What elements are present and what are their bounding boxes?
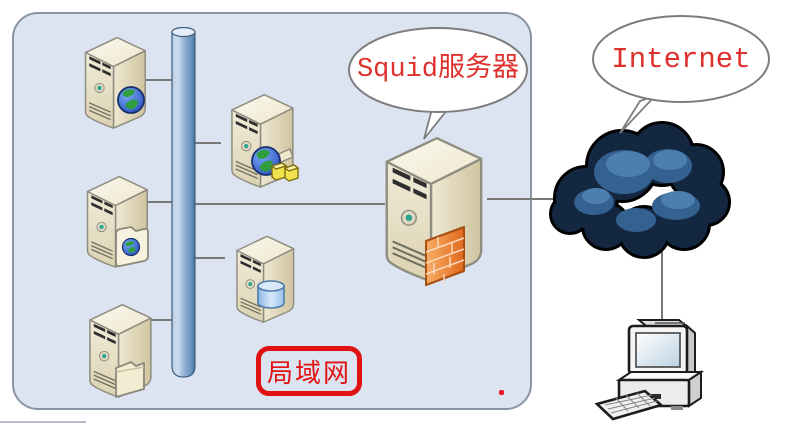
screen-edge-artifact: [0, 421, 86, 423]
database-icon: [257, 280, 285, 309]
internet-callout: [592, 15, 770, 134]
server-5: [236, 235, 295, 323]
lan-label: 局域网: [266, 358, 351, 388]
web-folder-icon: [115, 226, 149, 268]
client-computer-icon: [594, 319, 705, 421]
network-bus: [171, 26, 196, 378]
globe-icon: [117, 86, 145, 114]
firewall-icon: [425, 226, 465, 286]
squid-server-label: Squid服务器: [356, 55, 519, 85]
internet-cloud-icon: [549, 121, 731, 259]
folder-icon: [115, 361, 145, 398]
globe-packages-icon: [251, 146, 300, 182]
internet-label: Internet: [611, 43, 751, 76]
lan-label-box: 局域网: [256, 346, 362, 396]
server-1: [84, 36, 146, 129]
red-dot: [499, 390, 504, 395]
squid-callout: [348, 27, 528, 140]
